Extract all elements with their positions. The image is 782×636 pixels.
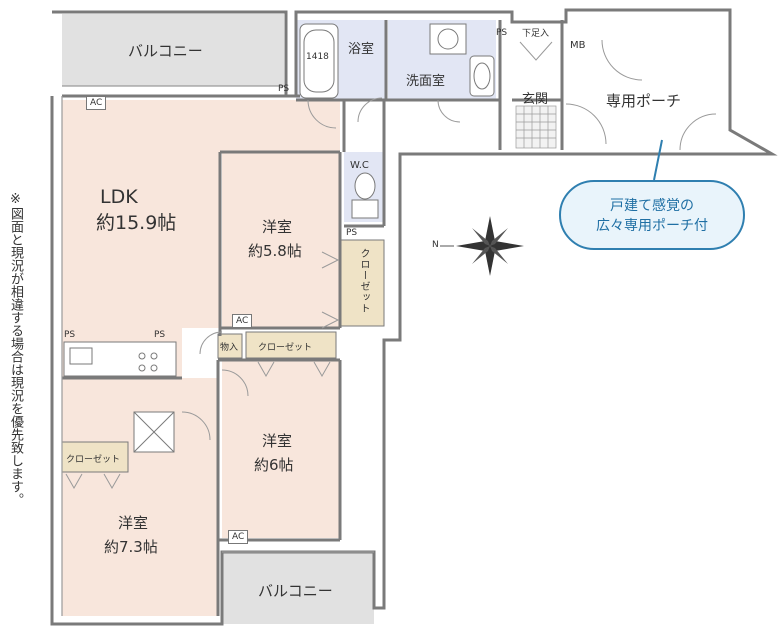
ac-tag-3: AC [228,530,249,544]
ldk-area-top [220,100,340,152]
wc-label: W.C [350,160,369,171]
storage-area [217,333,243,359]
mb-label: MB [570,40,586,51]
closet-door-markers [65,251,340,490]
ps-label-1: PS [278,84,290,94]
compass-north-label: N [432,240,439,250]
ldk-name-label: LDK [100,186,138,208]
entrance-label: 玄関 [522,92,549,107]
ps-label-4: PS [64,330,76,340]
toilet [351,172,379,219]
western-room-1-name: 洋室 [262,218,293,236]
washroom-label: 洗面室 [406,74,446,89]
closet-horizontal-area [245,331,337,359]
callout-pointer [653,139,663,181]
callout-line-2: 広々専用ポーチ付 [596,218,708,234]
kitchen-counter [63,341,177,377]
ldk-size-label: 約15.9帖 [96,212,177,234]
western-room-2-area [222,360,340,538]
washing-machine [429,23,467,55]
door-swings [181,39,717,441]
western-room-1-area [222,152,340,328]
balcony-top-area [62,14,284,86]
closet-label-western3: クローゼット [66,455,121,465]
balcony-bottom-area [222,552,374,624]
entrance-tiles [515,105,557,149]
closet-western3-area [61,441,129,473]
closet-vertical-area [339,239,385,327]
pipe-space-box [133,411,175,453]
ac-tag-2: AC [232,314,253,328]
balcony-bottom-label: バルコニー [258,582,333,600]
ps-label-2: PS [496,28,508,38]
western-room-2-name: 洋室 [262,432,293,450]
callout-line-1: 戸建て感覚の [610,198,694,214]
compass-icon [440,216,524,276]
storage-label: 物入 [220,343,239,353]
western-room-1-size: 約5.8帖 [248,242,302,260]
ps-label-5: PS [154,330,166,340]
porch-label: 専用ポーチ [606,92,682,110]
ldk-area [62,100,220,328]
thin-walls [61,85,374,616]
closet-label-vertical: クローゼット [358,248,369,314]
western-room-2-size: 約6帖 [254,456,294,474]
ac-tag-1: AC [86,96,107,110]
bathtub [299,23,339,99]
western-room-3-name: 洋室 [118,514,149,532]
washbasin [469,55,495,97]
shoe-storage-label: 下足入 [522,29,550,39]
porch-callout: 戸建て感覚の 広々専用ポーチ付 [559,180,745,250]
balcony-top-label: バルコニー [128,42,203,60]
bath-label: 浴室 [348,42,375,57]
closet-label-horizontal: クローゼット [258,343,313,353]
bathtub-size-label: 1418 [306,52,329,62]
ps-label-3: PS [346,228,358,238]
disclaimer-note: ※図面と現況が相違する場合は現況を優先致します。 [8,192,23,506]
western-room-3-size: 約7.3帖 [104,538,158,556]
